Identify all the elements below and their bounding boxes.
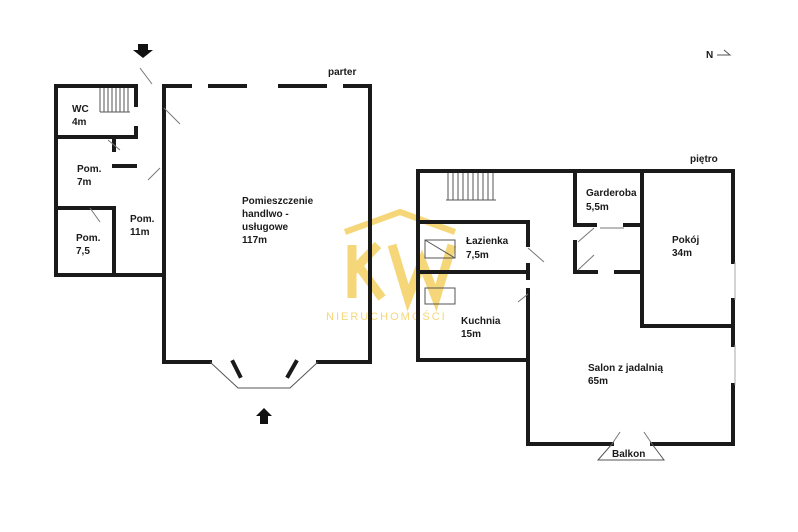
room-pokoj-name: Pokój [672,235,699,246]
room-lazienka-area: 7,5m [466,250,489,261]
room-wc-area: 4m [72,117,87,128]
floor-label-ground: parter [328,67,356,78]
room-kuchnia-area: 15m [461,329,481,340]
entrance-arrow-bottom [256,408,272,424]
upper-floor-walls [416,169,735,461]
watermark-logo: NIERUCHOMOŚCI [326,208,457,323]
room-pom7-name: Pom. [77,164,102,175]
room-shop-area: 117m [242,235,267,246]
entrance-arrow-top [133,44,153,58]
stairs-upper [446,173,496,201]
room-salon-area: 65m [588,376,608,387]
room-pom11-area: 11m [130,227,150,238]
room-salon-name: Salon z jadalnią [588,363,663,374]
watermark-text: NIERUCHOMOŚCI [326,310,447,323]
doors-upper [517,227,653,445]
room-shop-line1: Pomieszczenie [242,196,314,207]
room-pom75-name: Pom. [76,233,101,244]
compass-label: N [706,50,713,61]
kitchen-counter-fixture [424,287,456,305]
room-pom11-name: Pom. [130,214,155,225]
room-pom75-area: 7,5 [76,246,90,257]
doors-ground [89,67,181,223]
room-shop-line3: usługowe [242,222,289,233]
floor-label-upper: piętro [690,154,718,165]
room-pom7-area: 7m [77,177,92,188]
room-pokoj-area: 34m [672,248,692,259]
room-garderoba-name: Garderoba [586,188,637,199]
room-garderoba-area: 5,5m [586,202,609,213]
north-indicator: N [706,49,732,61]
bathtub-fixture [424,239,456,259]
ground-floor-walls [54,84,372,389]
room-shop-line2: handlwo - [242,209,289,220]
room-balkon-name: Balkon [612,449,645,460]
room-kuchnia-name: Kuchnia [461,316,501,327]
room-lazienka-name: Łazienka [466,236,509,247]
stairs-ground [99,88,130,113]
room-wc-name: WC [72,104,89,115]
